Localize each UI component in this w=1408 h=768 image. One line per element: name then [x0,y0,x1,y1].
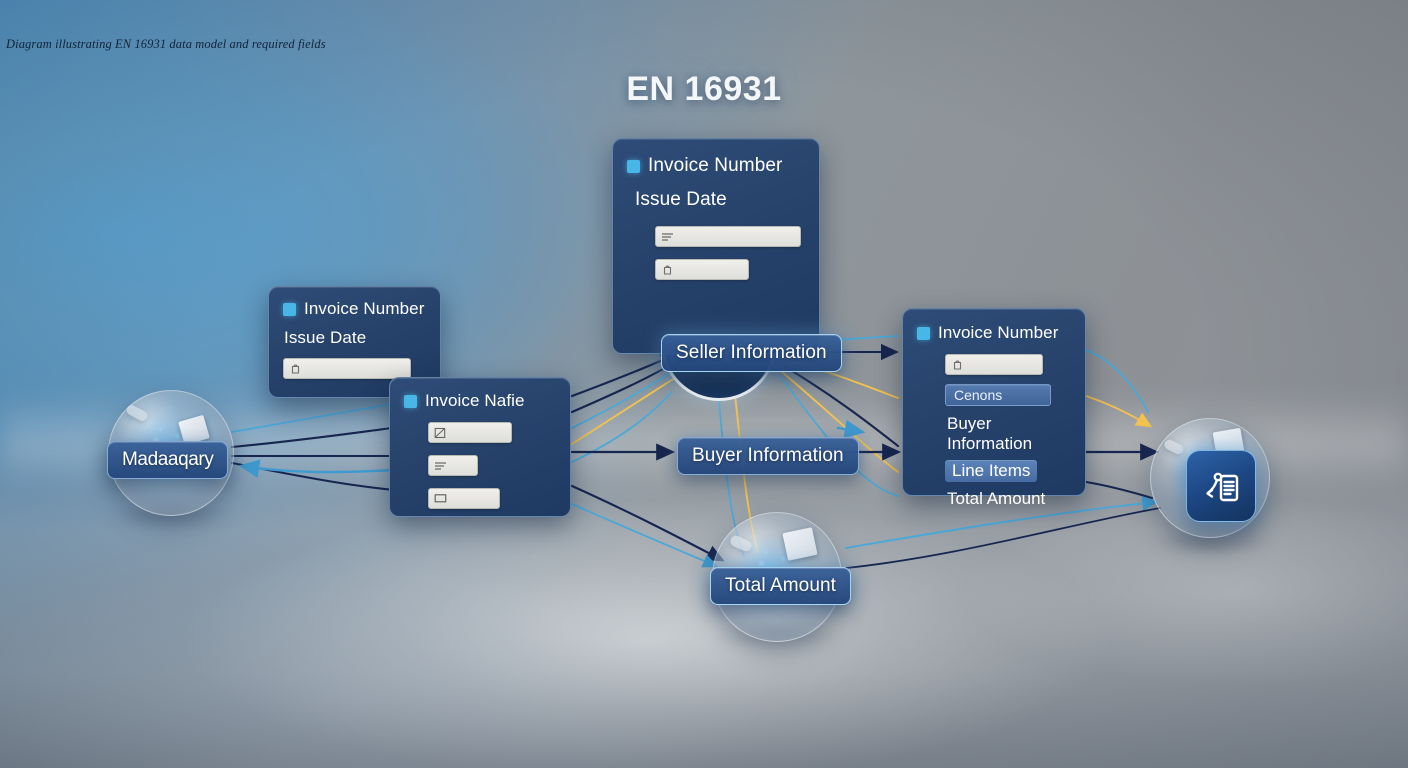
field-marker-icon [627,159,640,173]
card-subtitle: Issue Date [284,328,367,347]
lines-icon [435,461,446,470]
lines-icon [662,232,673,241]
card-title: Invoice Number [938,323,1059,342]
cenons-badge[interactable]: Cenons [945,384,1051,406]
input-field[interactable] [428,422,512,443]
tag-icon [953,360,962,370]
total-amount-line: Total Amount [947,489,1046,508]
pill-buyer-information[interactable]: Buyer Information [677,437,859,475]
invoice-name-card[interactable]: Invoice Nafie [389,377,571,517]
signed-document-icon[interactable] [1186,450,1256,522]
background-lowlight [0,552,775,768]
field-marker-icon [283,302,296,316]
tag-icon [663,265,672,275]
figure-caption: Diagram illustrating EN 16931 data model… [6,37,326,51]
pill-mandatory[interactable]: Madaaqary [107,441,229,479]
field-marker-icon [917,326,930,340]
card-title: Invoice Number [304,299,425,318]
input-field[interactable] [945,354,1043,375]
buyer-information-line: Buyer Information [947,414,1033,453]
pill-total-amount[interactable]: Total Amount [710,567,852,605]
page-title: EN 16931 [626,70,782,108]
card-subtitle: Issue Date [635,189,727,210]
card-title: Invoice Nafie [425,391,525,410]
tag-icon [291,364,300,374]
card-title: Invoice Number [648,155,783,176]
invoice-detail-card[interactable]: Invoice Number Cenons Buyer Information … [902,308,1086,508]
input-field[interactable] [655,259,749,280]
line-items-line[interactable]: Line Items [945,460,1038,482]
invoice-header-card[interactable]: Invoice Number Issue Date [612,138,820,354]
input-field[interactable] [283,358,411,379]
document-signature-glyph [1206,472,1239,502]
rect-icon [434,494,447,503]
input-field[interactable] [655,226,801,247]
field-marker-icon [404,394,417,408]
input-field[interactable] [428,455,478,476]
image-icon [434,427,446,438]
pill-seller-information[interactable]: Seller Information [661,334,842,372]
input-field[interactable] [428,488,500,509]
